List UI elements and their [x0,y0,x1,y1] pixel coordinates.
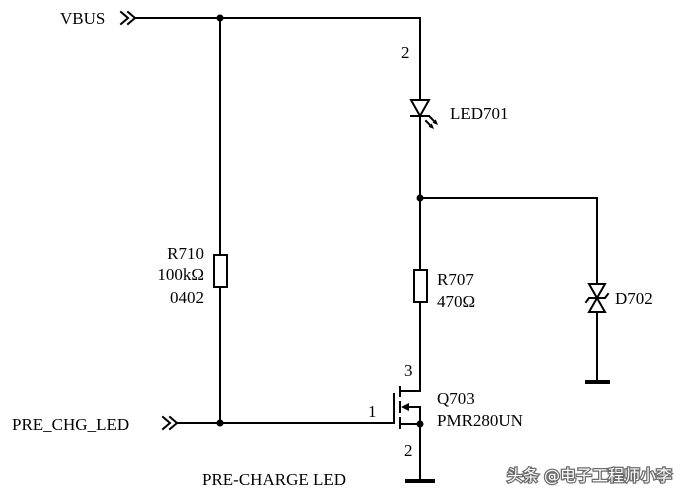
r710-package-label: 0402 [170,288,204,307]
q703-ground-bar [405,479,435,483]
led701-triangle [409,99,431,119]
led701: 2 LED701 [401,17,509,202]
r710-value-label: 100kΩ [157,265,204,284]
pre-chg-led-label: PRE_CHG_LED [12,415,129,434]
led701-pin-label: 2 [401,43,410,62]
watermark-text: 头条 @电子工程师小李 [507,466,672,485]
vbus-label: VBUS [60,9,105,28]
q703-part-label: PMR280UN [437,411,523,430]
vbus-port-chevron-1 [119,10,130,26]
pre-chg-led-net: PRE_CHG_LED [12,415,395,434]
q703-drain-pin-label: 3 [404,361,413,380]
r707-value-label: 470Ω [437,292,475,311]
q703-ref-label: Q703 [437,389,475,408]
d702-triangle-bottom [587,295,607,313]
r707-branch: R707 470Ω [413,197,475,392]
wire-d702-top [419,197,598,285]
q703-body-arrow [401,403,409,411]
r710-resistor-body [213,254,228,288]
vbus-net: VBUS [60,9,421,28]
led701-ref-label: LED701 [450,104,509,123]
d702-zener-bar [584,292,610,304]
d702-branch: D702 [419,197,653,384]
q703-mosfet: 3 1 2 Q703 PMR280UN [368,361,523,483]
pre-chg-led-port-chevron-1 [161,415,172,431]
d702-ref-label: D702 [615,289,653,308]
q703-source-pin-label: 2 [404,441,413,460]
led701-emission-arrowhead-2 [432,119,438,125]
junction-gate-r710 [216,419,224,427]
r710-ref-label: R710 [167,244,204,263]
r707-ref-label: R707 [437,270,474,289]
r707-resistor-body [413,269,428,303]
led701-emission-arrowhead-1 [428,123,434,129]
d702-triangle-top [587,283,607,301]
diagram-caption: PRE-CHARGE LED [202,470,346,489]
q703-body-lead [407,406,421,425]
q703-gate-pin-label: 1 [368,402,377,421]
d702-ground-bar [585,380,610,384]
r710-branch: R710 100kΩ 0402 [157,17,228,424]
